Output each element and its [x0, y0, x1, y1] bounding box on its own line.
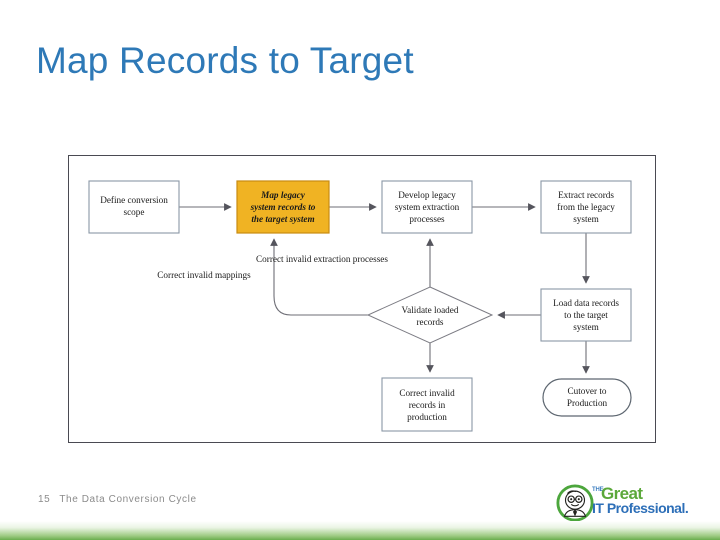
flow-connectors	[179, 203, 590, 374]
node-load-data-records[interactable]: Load data records to the target system	[540, 288, 632, 342]
node-extract-records-line-3: system	[573, 214, 599, 224]
node-define-conversion-scope[interactable]: Define conversion scope	[88, 180, 180, 234]
node-develop-legacy-extraction-line-1: Develop legacy	[398, 190, 456, 200]
node-extract-records-line-2: from the legacy	[557, 202, 615, 212]
logo-it-professional-text: IT Professional.	[592, 500, 689, 516]
footer-section-label: The Data Conversion Cycle	[59, 494, 197, 505]
node-develop-legacy-extraction[interactable]: Develop legacy system extraction process…	[381, 180, 473, 234]
node-extract-records-line-1: Extract records	[558, 190, 614, 200]
node-load-data-records-line-3: system	[573, 322, 599, 332]
great-it-professional-face-icon	[556, 484, 594, 522]
node-validate-loaded-records-line-2: records	[416, 317, 443, 327]
brand-logo: THE Great IT Professional.	[556, 482, 706, 524]
edge-validate-to-map	[270, 238, 368, 316]
node-correct-invalid-records[interactable]: Correct invalid records in production	[381, 377, 473, 432]
node-map-legacy-records-line-1: Map legacy	[260, 190, 306, 200]
node-map-legacy-records[interactable]: Map legacy system records to the target …	[236, 180, 330, 234]
bottom-accent-bar	[0, 521, 720, 540]
slide-number: 15	[38, 494, 51, 505]
footer: 15 The Data Conversion Cycle	[38, 494, 197, 505]
node-validate-loaded-records-line-1: Validate loaded	[402, 305, 459, 315]
node-develop-legacy-extraction-line-2: system extraction	[395, 202, 460, 212]
node-correct-invalid-records-line-2: records in	[409, 400, 446, 410]
edge-label-group: Correct invalid mappings Correct invalid…	[157, 254, 388, 280]
node-correct-invalid-records-line-1: Correct invalid	[399, 388, 455, 398]
node-extract-records[interactable]: Extract records from the legacy system	[540, 180, 632, 234]
diagram-frame: Correct invalid mappings Correct invalid…	[68, 155, 656, 443]
page-title: Map Records to Target	[36, 40, 414, 81]
node-load-data-records-line-2: to the target	[564, 310, 608, 320]
node-map-legacy-records-line-2: system records to	[250, 202, 316, 212]
node-map-legacy-records-line-3: the target system	[251, 214, 314, 224]
node-correct-invalid-records-line-3: production	[407, 412, 447, 422]
node-define-conversion-scope-line-1: Define conversion	[100, 195, 168, 205]
node-cutover-to-production-line-1: Cutover to	[567, 386, 606, 396]
node-develop-legacy-extraction-line-3: processes	[409, 214, 445, 224]
logo-the-text: THE	[592, 487, 604, 493]
logo-great-text: Great	[601, 484, 643, 503]
node-load-data-records-line-1: Load data records	[553, 298, 619, 308]
node-cutover-to-production[interactable]: Cutover to Production	[542, 378, 632, 417]
edge-label-correct-invalid-mappings: Correct invalid mappings	[157, 270, 251, 280]
node-validate-loaded-records[interactable]: Validate loaded records	[366, 286, 494, 344]
node-define-conversion-scope-line-2: scope	[124, 207, 145, 217]
flowchart-svg: Correct invalid mappings Correct invalid…	[88, 180, 632, 432]
edge-label-correct-invalid-extraction: Correct invalid extraction processes	[256, 254, 388, 264]
node-cutover-to-production-line-2: Production	[567, 398, 608, 408]
